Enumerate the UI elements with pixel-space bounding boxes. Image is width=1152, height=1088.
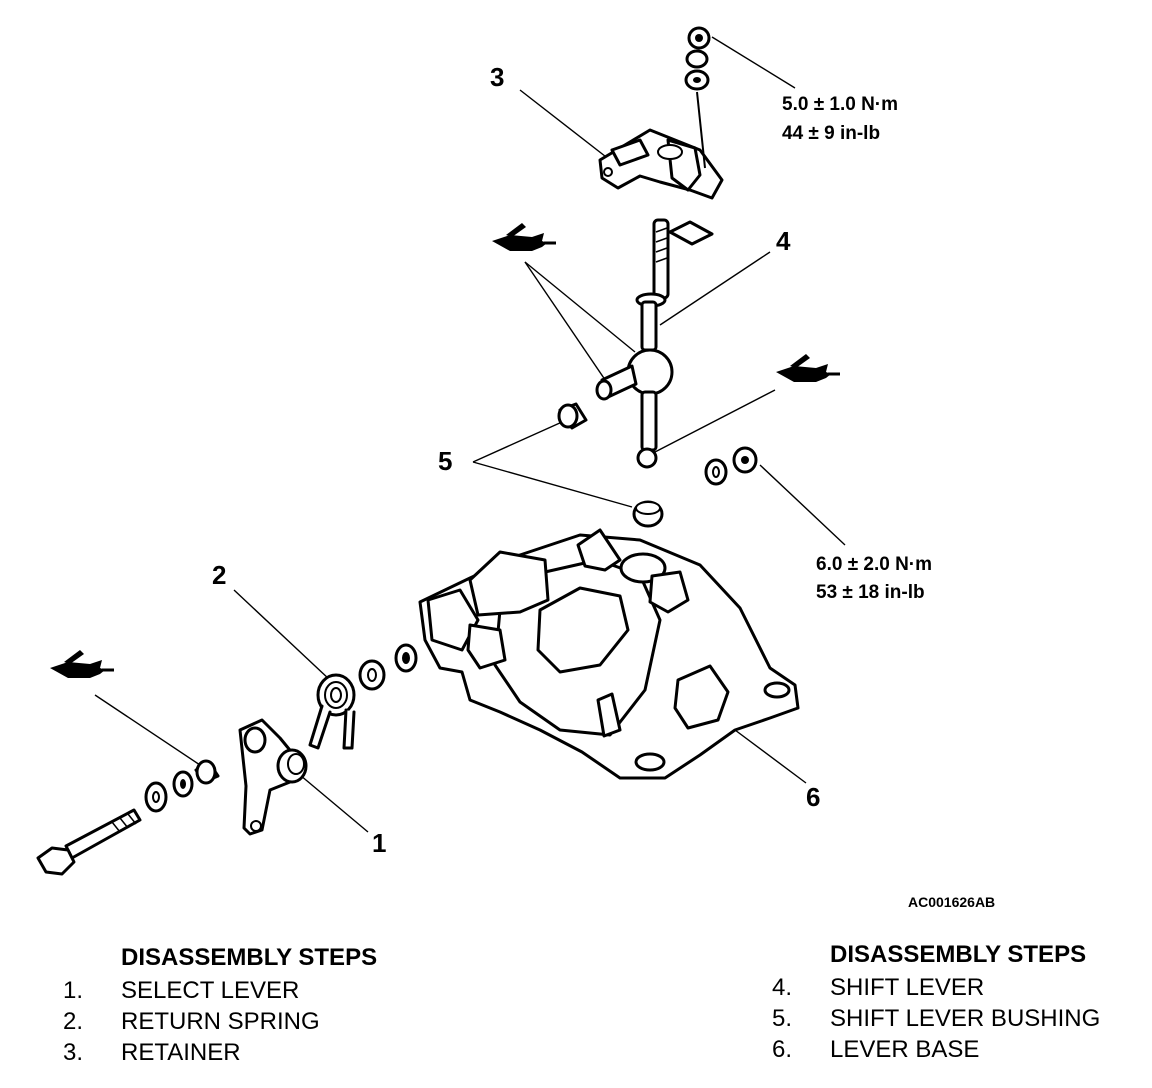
torque-mid-inlb: 53 ± 18 in-lb [816, 582, 925, 603]
step-label: SHIFT LEVER [830, 974, 985, 1001]
leader-2 [233, 589, 331, 681]
step-item: 2. RETURN SPRING [63, 1006, 377, 1037]
leader-torque-mid [759, 464, 846, 546]
grease-icon [492, 223, 556, 251]
step-number: 3. [63, 1039, 84, 1066]
leader-grease-b [524, 261, 636, 353]
steps-list: 4. SHIFT LEVER 5. SHIFT LEVER BUSHING 6.… [772, 972, 1100, 1065]
leader-5a [472, 421, 563, 463]
callout-6: 6 [806, 782, 820, 812]
step-number: 6. [772, 1036, 793, 1063]
leader-grease-d [94, 694, 201, 766]
top-nut-and-washers [684, 26, 711, 91]
shift-lever-part [595, 218, 674, 469]
step-label: RETAINER [121, 1039, 241, 1066]
step-number: 5. [772, 1005, 793, 1032]
bolt-icon [64, 808, 142, 860]
step-item: 4. SHIFT LEVER [772, 972, 1100, 1003]
grease-icon [776, 354, 840, 382]
washer-icon [685, 49, 709, 69]
leader-1 [299, 774, 369, 833]
leader-6 [734, 729, 807, 784]
grease-icon [50, 650, 114, 678]
retainer-part [598, 91, 724, 200]
step-label: LEVER BASE [830, 1036, 980, 1063]
shift-lever-bushing-part [557, 402, 664, 528]
return-spring-part [308, 673, 356, 750]
callout-5: 5 [438, 446, 452, 476]
step-label: SELECT LEVER [121, 977, 300, 1004]
exploded-view-diagram: 3 4 5 2 1 6 5.0 ± 1.0 N·m 44 ± 9 in-lb 6… [36, 26, 995, 910]
leader-grease-a [524, 261, 613, 391]
step-number: 4. [772, 974, 793, 1001]
select-lever-hardware [36, 759, 220, 876]
clip-plate [668, 220, 714, 246]
leader-lines [94, 36, 846, 833]
callout-2: 2 [212, 560, 226, 590]
select-lever-part [238, 718, 308, 836]
figure-id: AC001626AB [908, 894, 995, 910]
torque-mid-nm: 6.0 ± 2.0 N·m [816, 554, 932, 575]
spring-washers [358, 643, 418, 691]
leader-torque-top [711, 36, 796, 89]
mid-washers [704, 446, 758, 486]
torque-top-inlb: 44 ± 9 in-lb [782, 123, 880, 144]
steps-heading: DISASSEMBLY STEPS [830, 941, 1087, 968]
step-label: SHIFT LEVER BUSHING [830, 1005, 1101, 1032]
steps-heading: DISASSEMBLY STEPS [121, 944, 378, 971]
leader-4 [659, 251, 771, 326]
disassembly-steps-right: DISASSEMBLY STEPS 4. SHIFT LEVER 5. SHIF… [772, 939, 1100, 1065]
step-item: 5. SHIFT LEVER BUSHING [772, 1003, 1100, 1034]
step-number: 2. [63, 1008, 84, 1035]
callout-1: 1 [372, 828, 386, 858]
step-label: RETURN SPRING [121, 1008, 320, 1035]
step-item: 3. RETAINER [63, 1037, 377, 1068]
step-item: 6. LEVER BASE [772, 1034, 1100, 1065]
step-number: 1. [63, 977, 84, 1004]
leader-3 [519, 89, 611, 161]
steps-list: 1. SELECT LEVER 2. RETURN SPRING 3. RETA… [63, 975, 377, 1068]
leader-5b [472, 461, 633, 508]
callout-4: 4 [776, 226, 791, 256]
callout-3: 3 [490, 62, 504, 92]
leader-grease-c [654, 389, 776, 453]
step-item: 1. SELECT LEVER [63, 975, 377, 1006]
torque-top-nm: 5.0 ± 1.0 N·m [782, 94, 898, 115]
disassembly-steps-left: DISASSEMBLY STEPS 1. SELECT LEVER 2. RET… [63, 942, 377, 1068]
lever-base-part [418, 528, 800, 780]
